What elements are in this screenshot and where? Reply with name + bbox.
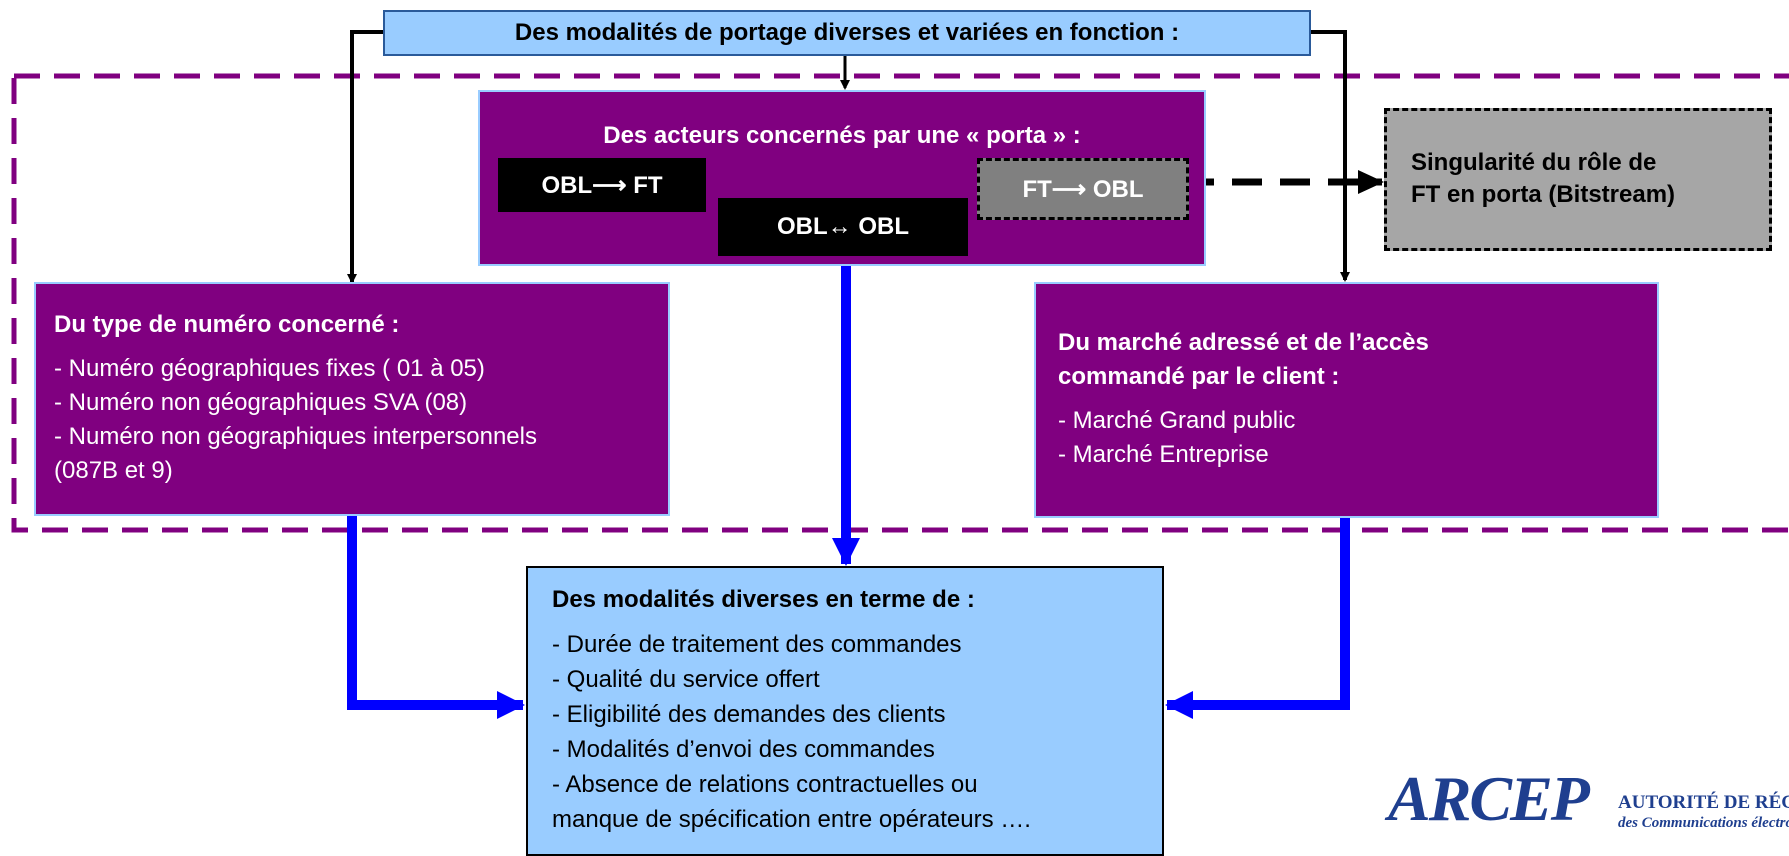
marche-item: - Marché Entreprise	[1058, 441, 1269, 468]
top-title-box: Des modalités de portage diverses et var…	[383, 10, 1311, 56]
modalites-item: - Absence de relations contractuelles ou	[552, 771, 978, 798]
obl-obl-label: OBL↔ OBL	[718, 198, 968, 256]
modalites-item: - Qualité du service offert	[552, 666, 820, 693]
type-numero-box: Du type de numéro concerné : - Numéro gé…	[34, 282, 670, 516]
singularite-line2: FT en porta (Bitstream)	[1411, 181, 1676, 208]
type-numero-item: - Numéro non géographiques SVA (08)	[54, 389, 468, 416]
modalites-box: Des modalités diverses en terme de : - D…	[526, 566, 1164, 856]
marche-title-line1: Du marché adressé et de l’accès	[1058, 329, 1429, 356]
marche-box: Du marché adressé et de l’accès commandé…	[1034, 282, 1659, 518]
type-numero-item: - Numéro non géographiques interpersonne…	[54, 423, 537, 450]
arcep-logo: ARCEP	[1388, 763, 1590, 834]
acteurs-title: Des acteurs concernés par une « porta » …	[603, 122, 1081, 149]
singularite-line1: Singularité du rôle de	[1411, 149, 1657, 176]
modalites-item: - Durée de traitement des commandes	[552, 631, 962, 658]
obl-ft-label: OBL⟶ FT	[498, 158, 706, 212]
singularite-box: Singularité du rôle de FT en porta (Bits…	[1384, 108, 1772, 251]
connector-top-left	[347, 30, 383, 284]
modalites-title: Des modalités diverses en terme de :	[552, 586, 975, 613]
type-numero-item: - Numéro géographiques fixes ( 01 à 05)	[54, 355, 485, 382]
modalites-item: manque de spécification entre opérateurs…	[552, 806, 1031, 833]
modalites-item: - Eligibilité des demandes des clients	[552, 701, 946, 728]
blue-arrow-right	[1165, 518, 1350, 719]
blue-arrow-left	[347, 516, 525, 719]
ft-obl-label: FT⟶ OBL	[977, 158, 1189, 220]
arcep-logo-subtitle2: des Communications électron	[1618, 815, 1789, 831]
marche-title-line2: commandé par le client :	[1058, 363, 1340, 390]
marche-item: - Marché Grand public	[1058, 407, 1296, 434]
connector-top-right	[1311, 30, 1350, 282]
arcep-logo-subtitle1: AUTORITÉ DE RÉGUL	[1618, 792, 1789, 813]
dashed-frame	[11, 73, 1789, 533]
type-numero-title: Du type de numéro concerné :	[54, 311, 400, 338]
acteurs-box: Des acteurs concernés par une « porta » …	[478, 90, 1206, 266]
type-numero-item: (087B et 9)	[54, 457, 173, 484]
top-title-text: Des modalités de portage diverses et var…	[514, 19, 1180, 46]
modalites-item: - Modalités d’envoi des commandes	[552, 736, 935, 763]
